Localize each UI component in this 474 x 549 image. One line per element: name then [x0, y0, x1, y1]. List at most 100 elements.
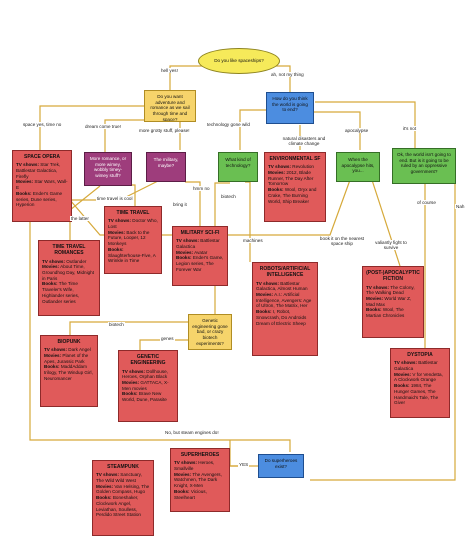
genre-books: Ender's Game, Legion series, The Forever… [176, 255, 224, 272]
label-tv: TV shows: [122, 368, 145, 374]
genre-title: TIME TRAVEL [116, 210, 150, 216]
question-technology: What kind of technology? [218, 152, 258, 182]
label-movies: Movies: [268, 169, 286, 175]
genre-books: Vicious, Steelheart [174, 488, 207, 500]
genre-title: SUPERHEROES [180, 452, 220, 458]
start-question-text: Do you like spaceships? [214, 58, 264, 64]
genre-movies: About Time, Groundhog Day, Midnight in P… [42, 264, 95, 281]
question-military-text: The military, maybe? [153, 157, 179, 168]
genre-tv: Sanctuary, The Wild Wild West [96, 472, 142, 483]
genre-books: The Time Traveler's Wife, Highlander ser… [42, 281, 80, 304]
edge-label-apocalypse: apocalypse [344, 128, 370, 133]
edge-label-wimey: more grotty stuff, please! [138, 128, 191, 133]
label-tv: TV shows: [268, 164, 291, 170]
genre-title: DYSTOPIA [407, 352, 433, 358]
genre-tv: Doctor Who, Lost [108, 218, 158, 229]
question-technology-text: What kind of technology? [225, 157, 251, 168]
genre-tv: Battlestar Galactica [176, 238, 220, 249]
label-tv: TV shows: [44, 347, 67, 353]
edge-label-machines: machines [242, 238, 264, 243]
question-military: The military, maybe? [146, 152, 186, 182]
edge-military-box [185, 181, 201, 226]
start-question: Do you like spaceships? [198, 48, 280, 74]
question-adventure-text: Do you want adventure and romance as we … [150, 94, 190, 122]
label-movies: Movies: [42, 264, 60, 270]
label-tv: TV shows: [174, 460, 197, 466]
label-books: Books: [394, 383, 410, 389]
label-books: Books: [268, 187, 284, 193]
label-tv: TV shows: [96, 472, 119, 478]
genre-tv: Revolution [292, 164, 314, 170]
edge-label-yes: YES [238, 462, 250, 467]
genre-movies: Back to the Future, Looper, 12 Monkeys [108, 229, 150, 247]
genre-tv: Star Trek, Battlestar Galactica, Firefly [16, 162, 61, 179]
question-romance: More romance, or more wimey, wobbly time… [84, 152, 132, 186]
genre-tv: Dollhouse, Heroes, Orphan Black [122, 368, 168, 380]
label-movies: Movies: [174, 471, 192, 477]
genre-tv: Heroes, Smallville [174, 460, 215, 471]
label-movies: Movies: [366, 295, 384, 301]
label-books: Books: [366, 307, 382, 313]
genre-books: Boneshaker, Clockwork Angel, Leviathan, … [96, 495, 141, 518]
genre-books: Slaughterhouse-Five, A Wrinkle in Time [108, 252, 156, 264]
edge-label-biotech2: biotech [108, 322, 125, 327]
label-tv: TV shows: [108, 218, 131, 224]
label-movies: Movies: [108, 229, 126, 235]
label-books: Books: [122, 391, 138, 397]
label-books: Books: [108, 246, 124, 252]
genre-movies: Avatar [194, 249, 208, 255]
genre-movies: Planet of the Apes, Jurassic Park [44, 352, 89, 364]
question-worst: Ok, the world isn't going to end. But is… [392, 148, 456, 184]
genre-movies: 2012, Blade Runner, The Day After Tomorr… [268, 169, 314, 187]
label-tv: TV shows: [256, 280, 279, 286]
edge-start-adventure [169, 65, 208, 92]
label-tv: TV shows: [176, 238, 199, 244]
edge-start-world [276, 65, 291, 92]
edge-worst-superheroes [310, 170, 456, 481]
genre-time-travel: TIME TRAVEL TV shows: Doctor Who, Lost M… [104, 206, 162, 274]
genre-postapoc: (POST-)APOCALYPTIC FICTION TV shows: The… [362, 266, 424, 338]
question-superheroes-text: Do superheroes exist? [264, 458, 298, 469]
label-movies: Movies: [16, 179, 34, 185]
edge-label-time-travel-cool: time travel is cool [96, 196, 134, 201]
edge-label-valiantly: valiantly fight to survive [372, 240, 410, 250]
genre-books: I, Robot, Snowcrash, Do Androids Dream o… [256, 309, 307, 326]
edge-label-bring-it: bring it [172, 202, 188, 207]
genre-books: 1984, The Hunger Games, The Handmaid's T… [394, 383, 439, 406]
genre-dystopia: DYSTOPIA TV shows: Battlestar Galactica … [390, 348, 450, 418]
genre-title: MILITARY SCI-FI [180, 230, 220, 236]
edge-label-genes: genes [160, 336, 175, 341]
question-superheroes: Do superheroes exist? [258, 454, 304, 478]
edge-label-not-my-thing: ah, not my thing [270, 72, 305, 77]
label-books: Books: [44, 364, 60, 370]
question-apocalypse: When the apocalypse hits, you... [336, 152, 380, 182]
genre-military: MILITARY SCI-FI TV shows: Battlestar Gal… [172, 226, 228, 286]
edge-apocalypse-postapoc [371, 179, 401, 267]
edge-genes-biopunk [69, 321, 190, 335]
label-books: Books: [176, 255, 192, 261]
genre-title: ROBOTS/ARTIFICIAL INTELLIGENCE [259, 266, 311, 279]
genre-movies: Star Wars, Wall-E [16, 179, 68, 191]
question-adventure: Do you want adventure and romance as we … [144, 90, 196, 122]
genre-books: Wool, The Martian Chronicles [366, 307, 405, 319]
label-movies: Movies: [394, 371, 412, 377]
edge-romance-ttromance [69, 185, 101, 240]
label-movies: Movies: [176, 249, 194, 255]
edge-label-engines: No, but steam engines do! [164, 430, 220, 435]
genre-tv: Outlander [66, 258, 87, 264]
edge-label-nah: Nah [455, 204, 466, 209]
genre-biopunk: BIOPUNK TV shows: Dark Angel Movies: Pla… [40, 335, 98, 407]
edge-label-book-nearest: book it on the nearest space ship [316, 236, 368, 246]
genre-title: SPACE OPERA [23, 154, 61, 160]
label-tv: TV shows: [394, 360, 417, 366]
genre-superheroes: SUPERHEROES TV shows: Heroes, Smallville… [170, 448, 230, 512]
label-movies: Movies: [44, 352, 62, 358]
genre-tv: The Colony, The Walking Dead [366, 284, 415, 296]
label-movies: Movies: [256, 291, 274, 297]
label-books: Books: [174, 488, 190, 494]
question-genes-text: Genetic engineering gone bad, or crazy b… [192, 318, 228, 346]
genre-title: BIOPUNK [57, 339, 81, 345]
label-tv: TV shows: [42, 258, 65, 264]
edge-world-apocalypse [312, 111, 361, 150]
question-genes: Genetic engineering gone bad, or crazy b… [188, 314, 232, 350]
